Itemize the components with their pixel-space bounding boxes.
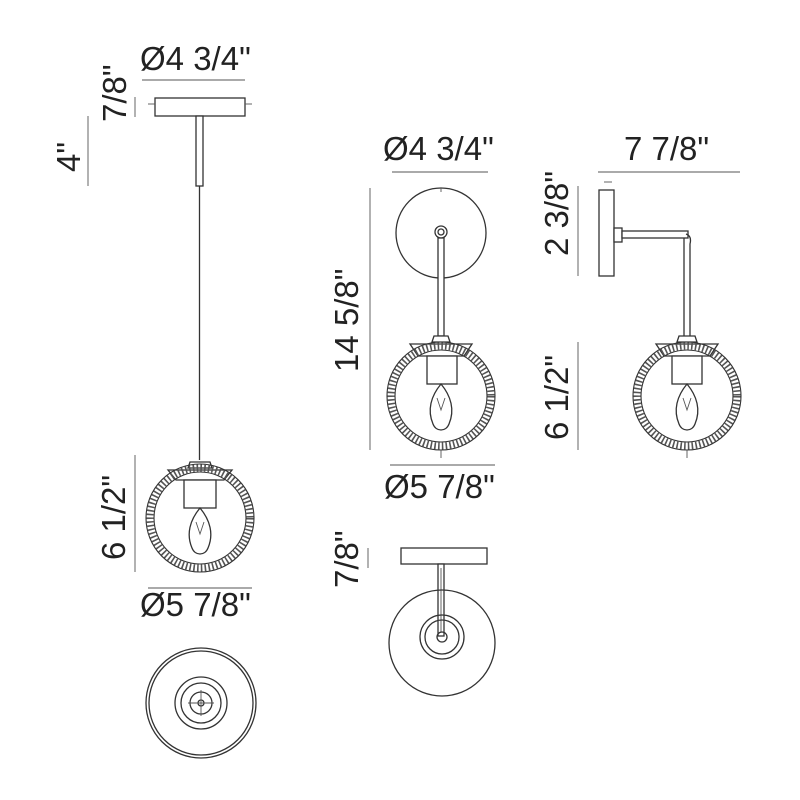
pendant-canopy — [154, 97, 246, 117]
pendant-bottom-outer — [145, 647, 257, 759]
flush-front-view: Ø4 3/4" 14 5/8" Ø5 7/8" — [328, 130, 496, 505]
flush-bulb-filament — [436, 397, 446, 412]
flush-top-canopy — [400, 547, 488, 565]
pendant-bulb-filament — [195, 521, 205, 536]
pendant-bottom-outer-2 — [148, 650, 254, 756]
sconce-cord — [685, 233, 692, 336]
pendant-bulb — [188, 506, 212, 555]
flush-top-globe — [388, 589, 496, 697]
pendant-bottom-view — [145, 647, 257, 759]
flush-globe — [387, 342, 495, 450]
flush-canopy-diameter-label: Ø4 3/4" — [383, 130, 494, 167]
sconce-projection-label: 7 7/8" — [624, 130, 709, 167]
pendant-globe-inner — [153, 471, 247, 565]
pendant-globe-height-label: 6 1/2" — [95, 475, 132, 560]
flush-rod — [437, 237, 445, 337]
sconce-globe — [633, 342, 741, 450]
flush-top-center — [436, 631, 448, 643]
sconce-arm — [621, 230, 689, 239]
pendant-canopy-height-label: 7/8" — [96, 64, 133, 122]
sconce-backplate — [598, 189, 615, 277]
pendant-stem-label: 4" — [50, 142, 87, 172]
pendant-globe — [146, 464, 254, 572]
sconce-arm-knob — [613, 227, 623, 243]
sconce-bulb-filament — [682, 397, 692, 412]
flush-socket-cap — [431, 335, 451, 343]
flush-globe-diameter-label: Ø5 7/8" — [384, 468, 495, 505]
pendant-globe-diameter-label: Ø5 7/8" — [140, 586, 251, 623]
flush-top-fitter-ring — [419, 614, 465, 660]
flush-globe-inner — [394, 349, 488, 443]
sconce-side-view: 7 7/8" 2 3/8" 6 1/2" — [538, 130, 742, 458]
sconce-globe-inner — [640, 349, 734, 443]
flush-top-fitter-ring-2 — [424, 619, 460, 655]
flush-overall-height-label: 14 5/8" — [328, 269, 365, 372]
flush-canopy-nut — [434, 225, 448, 239]
sconce-globe-height-label: 6 1/2" — [538, 355, 575, 440]
flush-top-view: 7/8" — [328, 530, 496, 697]
sconce-socket-cap — [676, 335, 698, 343]
pendant-globe-outer — [145, 463, 255, 573]
flush-canopy-nut-inner — [437, 228, 445, 236]
pendant-bottom-ring — [174, 676, 228, 730]
flush-bulb — [429, 382, 453, 431]
pendant-stem-tube — [195, 115, 204, 187]
pendant-canopy-diameter-label: Ø4 3/4" — [140, 40, 251, 77]
pendant-side-view: Ø4 3/4" 7/8" 4" 6 1/2" Ø5 7/8" — [50, 40, 255, 623]
flush-socket — [426, 355, 458, 385]
pendant-bottom-ring-2 — [180, 682, 222, 724]
sconce-backplate-height-label: 2 3/8" — [538, 171, 575, 256]
sconce-socket — [671, 355, 703, 385]
pendant-socket — [183, 479, 217, 509]
sconce-bulb — [675, 382, 699, 431]
flush-top-height-label: 7/8" — [328, 530, 365, 588]
